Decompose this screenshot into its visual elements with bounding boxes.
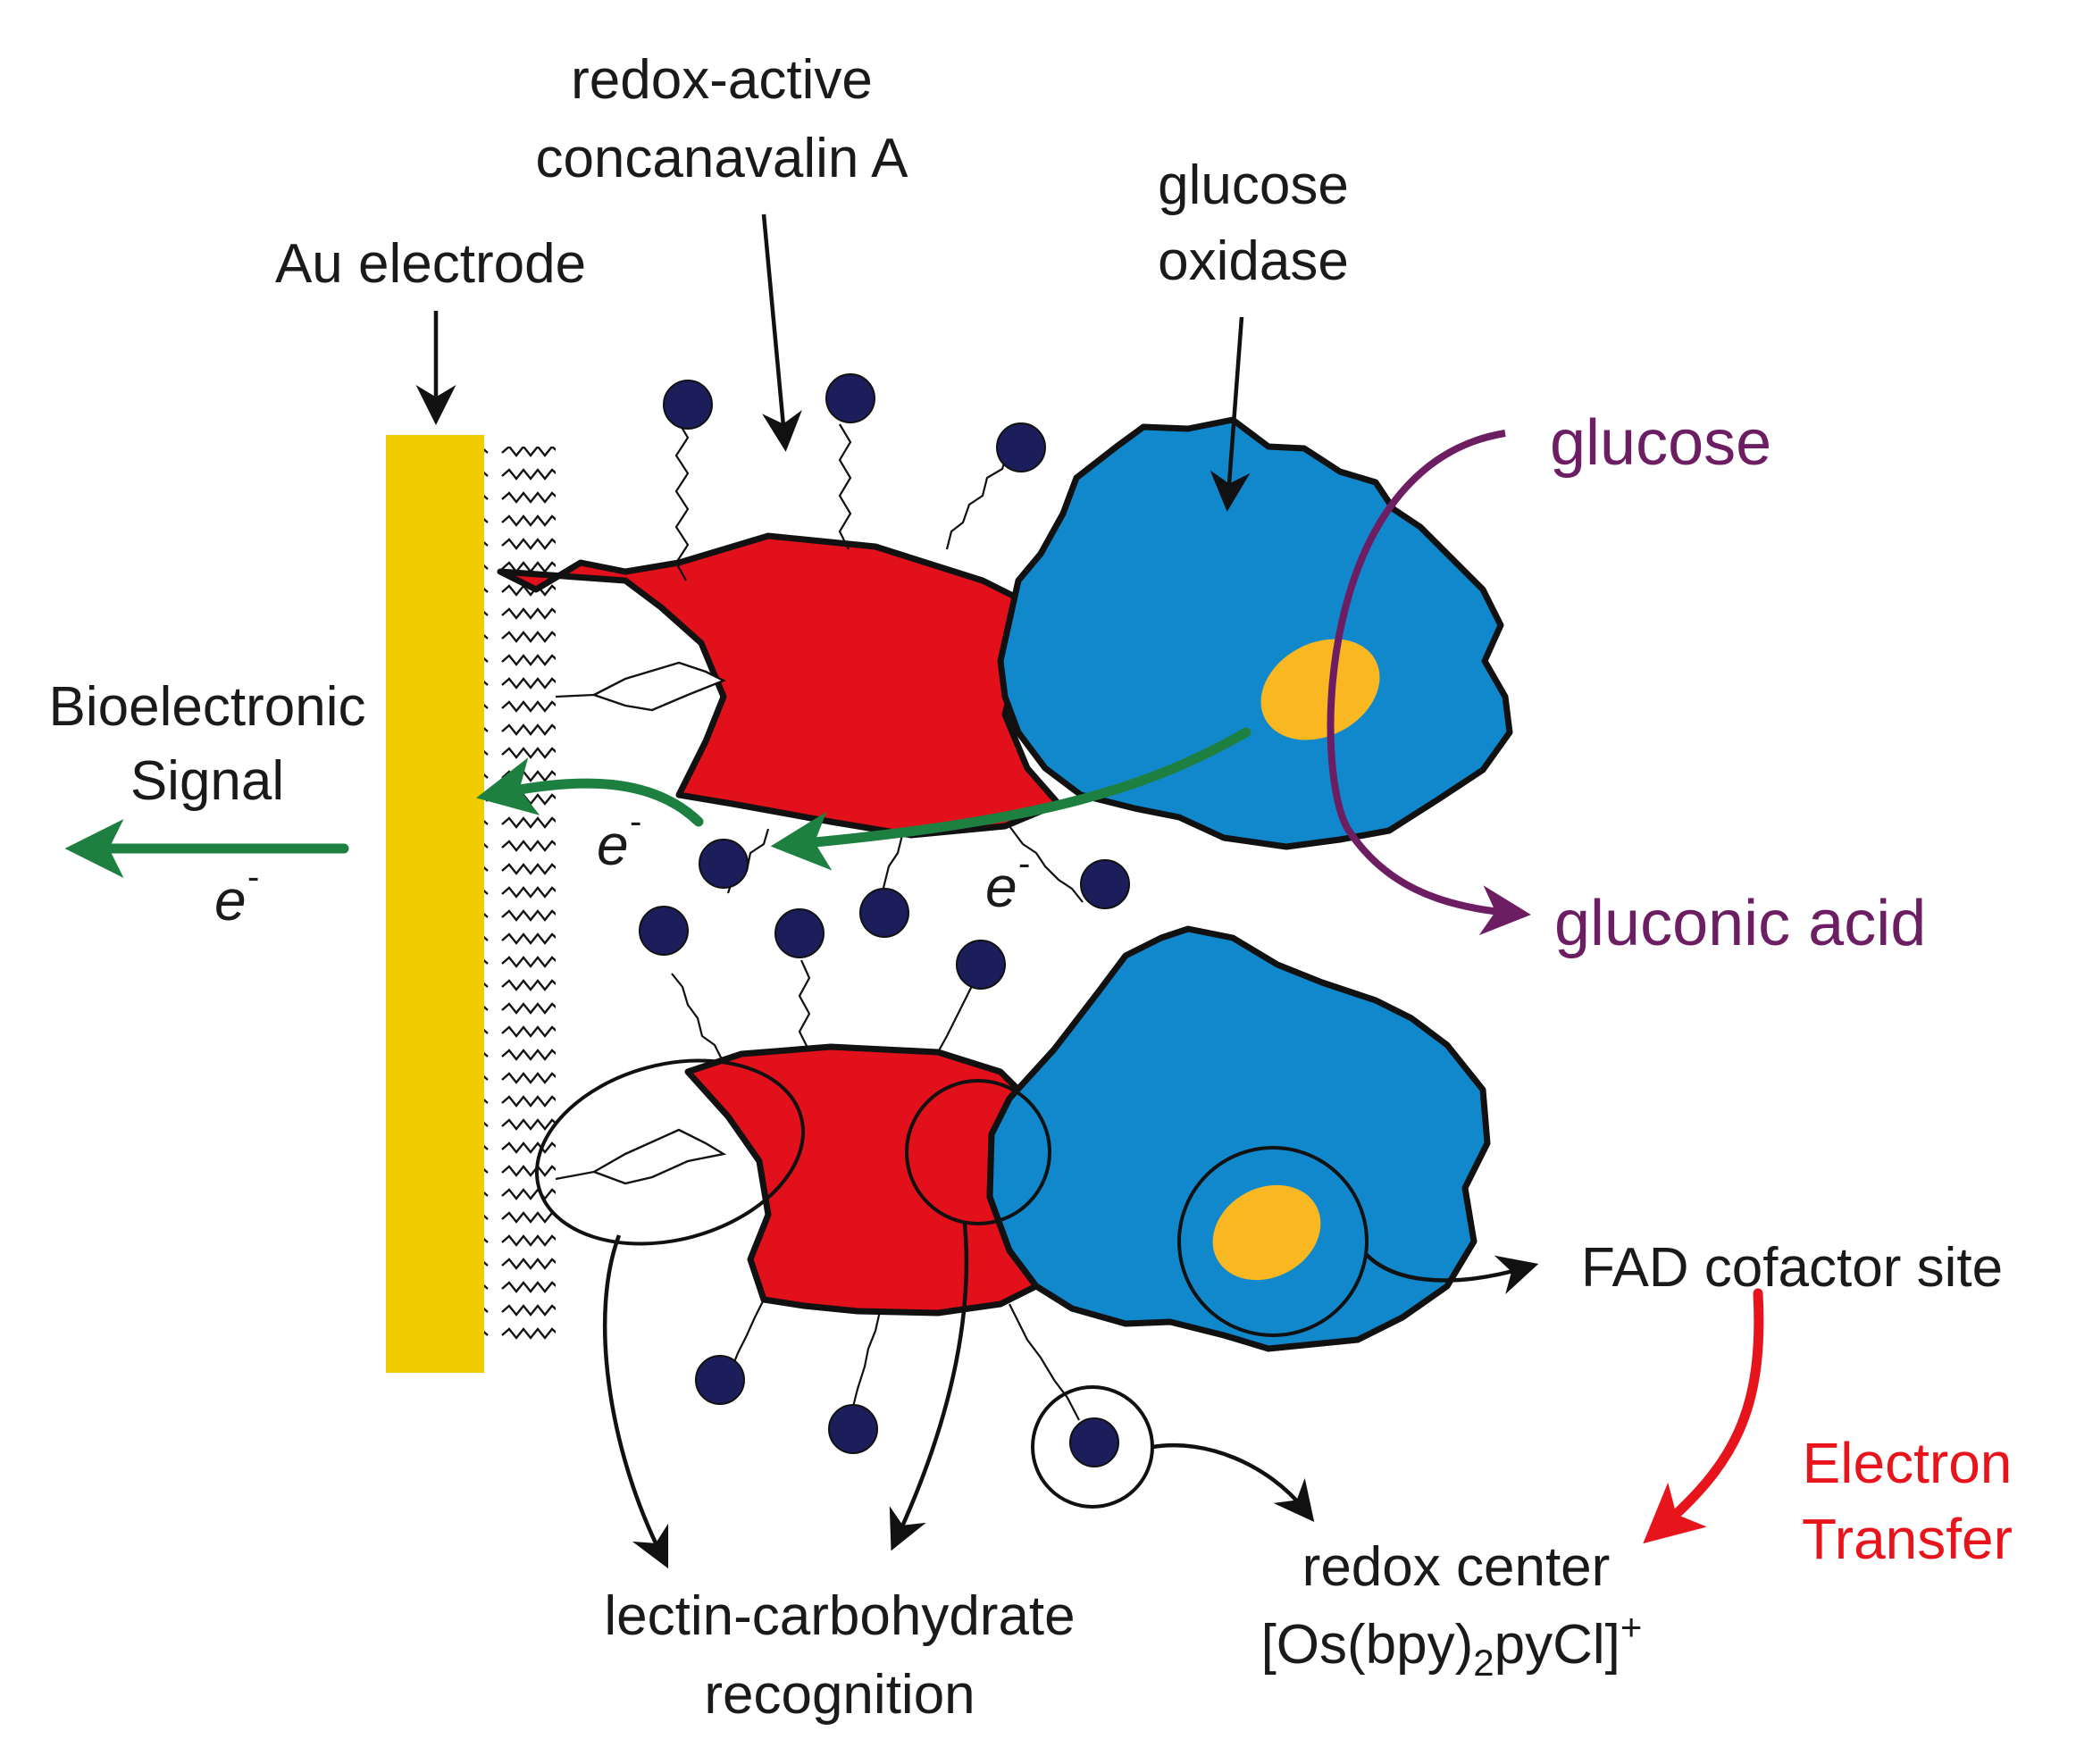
arrow-to-glucose-oxidase	[1210, 316, 1251, 512]
label-transfer: Transfer	[1802, 1507, 2013, 1571]
lectin-site-circle-left	[535, 1058, 805, 1246]
redox-bead	[699, 839, 749, 889]
glucose-oxidase-bottom	[986, 925, 1491, 1352]
label-bioelectronic: Bioelectronic	[49, 676, 366, 738]
redox-bead	[1069, 1417, 1119, 1467]
arrow-to-lectin-label-2	[889, 1223, 969, 1551]
arrow-to-redox-label	[1151, 1442, 1315, 1523]
svg-text:e: e	[985, 855, 1017, 919]
svg-text:-: -	[630, 802, 641, 841]
label-concanavalin: concanavalin A	[535, 128, 908, 189]
lectin-site-circle-right	[905, 1079, 1051, 1225]
label-signal: Signal	[130, 750, 284, 812]
electron-arrow-to-electrode	[476, 757, 704, 827]
au-electrode	[386, 435, 556, 1373]
redox-bead	[956, 940, 1006, 990]
redox-bead	[1080, 859, 1130, 909]
electron-flow-arrows	[64, 727, 1251, 878]
label-electron: Electron	[1803, 1431, 2013, 1495]
label-redox-active: redox-active	[571, 49, 873, 111]
redox-bead	[663, 380, 713, 430]
label-au-electrode: Au electrode	[275, 233, 586, 295]
pointer-arrows	[415, 213, 1539, 1569]
svg-text:-: -	[1018, 844, 1030, 883]
label-glucose-oxidase-1: glucose	[1158, 155, 1349, 216]
fad-cofactor	[1212, 1184, 1321, 1281]
concanavalin-top	[497, 373, 1130, 938]
electron-label-right: e -	[985, 844, 1030, 919]
redox-bead	[859, 888, 909, 938]
label-recognition: recognition	[704, 1664, 975, 1726]
fad-cofactor	[1260, 639, 1380, 740]
svg-text:-: -	[247, 857, 259, 897]
svg-text:e: e	[597, 813, 629, 877]
fad-site-circle	[1177, 1146, 1369, 1337]
redox-bead	[828, 1404, 878, 1454]
label-redox-formula: [Os(bpy)2pyCl]+	[1261, 1606, 1643, 1684]
redox-bead	[774, 908, 825, 958]
label-redox-center: redox center	[1302, 1536, 1611, 1598]
electron-label-left: e -	[597, 802, 641, 877]
glucose-oxidase-top	[997, 416, 1513, 850]
label-gluconic-acid: gluconic acid	[1554, 888, 1926, 959]
concanavalin-bottom	[555, 906, 1119, 1467]
carbohydrate-ring	[591, 1128, 727, 1185]
redox-bead	[996, 422, 1046, 472]
electron-label-signal: e -	[214, 857, 259, 932]
redox-bead	[639, 906, 689, 956]
electron-arrow-enzyme	[770, 727, 1251, 871]
label-lectin: lectin-carbohydrate	[604, 1585, 1075, 1647]
carbohydrate-ring	[590, 661, 726, 712]
label-glucose-oxidase-2: oxidase	[1158, 230, 1349, 292]
electron-transfer-arrow	[1643, 1288, 1764, 1544]
svg-text:e: e	[214, 868, 247, 932]
label-fad-site: FAD cofactor site	[1581, 1237, 2003, 1299]
arrow-to-lectin-label-1	[603, 1234, 669, 1569]
arrow-to-concanavalin	[761, 213, 802, 452]
label-glucose: glucose	[1550, 407, 1771, 479]
glucose-conversion-arrow	[1327, 430, 1531, 936]
redox-bead	[825, 373, 875, 423]
redox-bead	[695, 1355, 745, 1405]
arrow-to-fad-label	[1365, 1253, 1539, 1295]
